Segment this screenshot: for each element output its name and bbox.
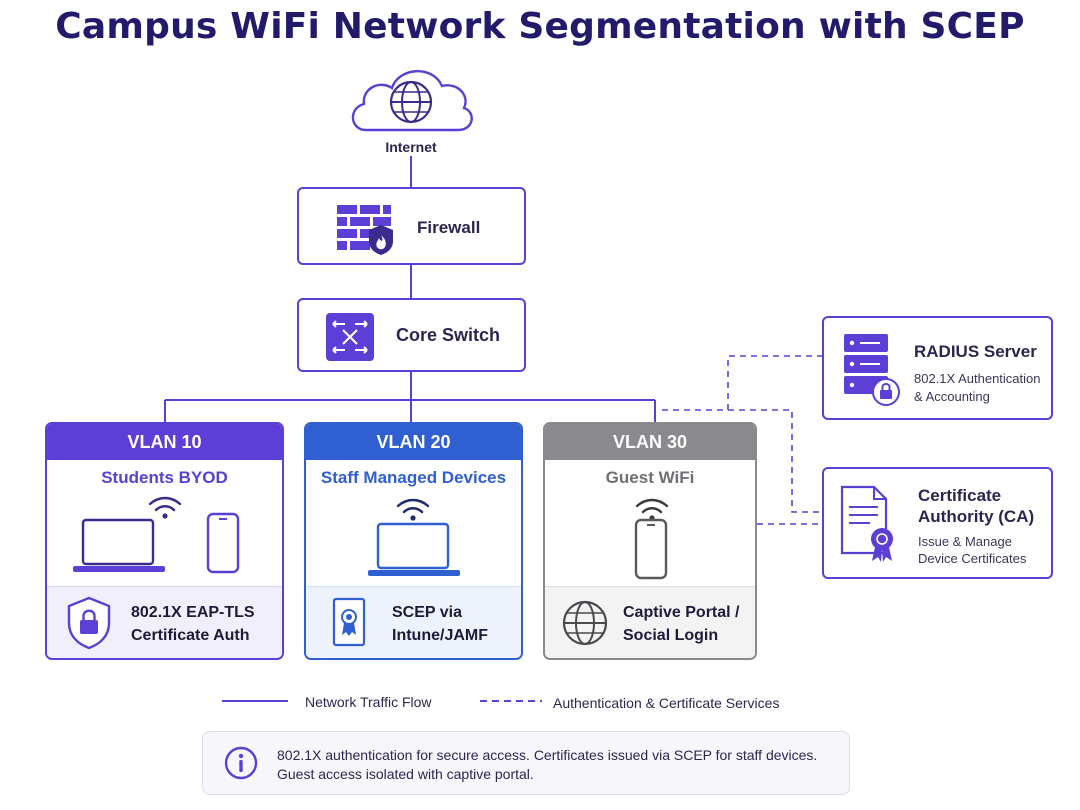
internet-label: Internet bbox=[385, 139, 437, 155]
ca-desc-2: Device Certificates bbox=[918, 551, 1027, 566]
globe-cloud-icon bbox=[351, 69, 473, 132]
firewall-icon bbox=[337, 205, 393, 255]
certificate-authority-node[interactable]: Certificate Authority (CA) Issue & Manag… bbox=[822, 467, 1053, 579]
vlan-30-auth-line-2: Social Login bbox=[623, 627, 719, 644]
diagram-title: Campus WiFi Network Segmentation with SC… bbox=[55, 6, 1025, 47]
core-switch-label: Core Switch bbox=[396, 325, 501, 345]
vlan-30-auth-line-1: Captive Portal / bbox=[623, 604, 740, 621]
radius-title: RADIUS Server bbox=[914, 342, 1037, 361]
legend-solid-line bbox=[222, 700, 288, 702]
vlan-10-segment: Students BYOD bbox=[101, 468, 228, 487]
wifi-icon bbox=[148, 496, 182, 519]
ca-title-2: Authority (CA) bbox=[918, 507, 1035, 526]
legend-solid-label: Network Traffic Flow bbox=[305, 694, 432, 710]
wifi-icon bbox=[396, 498, 430, 521]
phone-icon bbox=[634, 518, 668, 580]
phone-icon bbox=[206, 512, 240, 574]
badge-icon bbox=[332, 597, 366, 647]
info-line-2: Guest access isolated with captive porta… bbox=[277, 766, 534, 782]
vlan-20-segment: Staff Managed Devices bbox=[320, 468, 507, 487]
firewall-node[interactable]: Firewall bbox=[297, 187, 526, 265]
ca-desc-1: Issue & Manage bbox=[918, 534, 1012, 549]
server-icon bbox=[844, 334, 900, 406]
switch-icon bbox=[326, 313, 374, 361]
vlan-20-header: VLAN 20 bbox=[306, 424, 521, 460]
vlan-20-auth: SCEP via Intune/JAMF bbox=[306, 586, 521, 658]
certificate-icon bbox=[840, 485, 893, 562]
vlan-10-auth: 802.1X EAP-TLS Certificate Auth bbox=[47, 586, 282, 658]
globe-icon bbox=[562, 600, 608, 646]
legend-dashed-label: Authentication & Certificate Services bbox=[553, 695, 780, 711]
vlan-30-auth: Captive Portal / Social Login bbox=[545, 586, 755, 658]
vlan-10-auth-line-2: Certificate Auth bbox=[131, 627, 250, 644]
info-banner: 802.1X authentication for secure access.… bbox=[202, 731, 850, 795]
vlan-10-auth-line-1: 802.1X EAP-TLS bbox=[131, 604, 255, 621]
vlan-20-card[interactable]: VLAN 20 Staff Managed Devices SCEP via I… bbox=[304, 422, 523, 660]
vlan-30-header: VLAN 30 bbox=[545, 424, 755, 460]
radius-auth-link bbox=[662, 355, 822, 411]
vlan-20-auth-line-2: Intune/JAMF bbox=[392, 627, 488, 644]
shield-lock-icon bbox=[67, 596, 111, 650]
core-switch-node[interactable]: Core Switch bbox=[297, 298, 526, 372]
ca-auth-link bbox=[728, 409, 822, 513]
vlan-20-auth-line-1: SCEP via bbox=[392, 604, 462, 621]
info-line-1: 802.1X authentication for secure access.… bbox=[277, 747, 818, 763]
legend-dashed-line bbox=[480, 700, 542, 702]
info-icon bbox=[224, 746, 258, 780]
radius-desc-1: 802.1X Authentication bbox=[914, 371, 1041, 386]
vlan-10-card[interactable]: VLAN 10 Students BYOD 802.1X EAP-TLS Cer… bbox=[45, 422, 284, 660]
ca-title-1: Certificate bbox=[918, 486, 1002, 505]
vlan-10-header: VLAN 10 bbox=[47, 424, 282, 460]
firewall-label: Firewall bbox=[417, 218, 481, 237]
radius-server-node[interactable]: RADIUS Server 802.1X Authentication & Ac… bbox=[822, 316, 1053, 420]
vlan-30-segment: Guest WiFi bbox=[605, 468, 695, 487]
radius-desc-2: & Accounting bbox=[914, 389, 990, 404]
laptop-icon bbox=[368, 522, 460, 576]
vlan-30-card[interactable]: VLAN 30 Guest WiFi Captive Portal / Soci… bbox=[543, 422, 757, 660]
laptop-icon bbox=[73, 518, 165, 572]
